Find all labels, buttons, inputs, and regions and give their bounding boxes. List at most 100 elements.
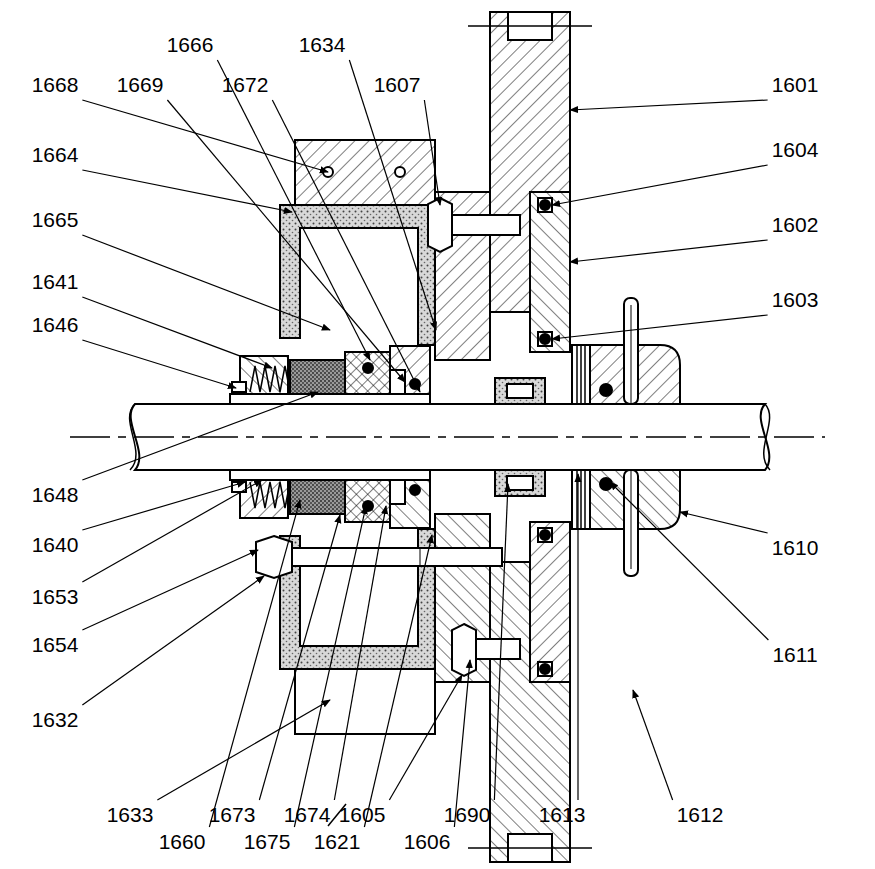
- callout-number: 1621: [314, 830, 361, 854]
- leader-line: [294, 506, 366, 827]
- o-ring-groove: [538, 332, 552, 346]
- callout-number: 1607: [374, 73, 421, 97]
- throttle-bushing: [495, 378, 545, 404]
- bushing-bore: [507, 384, 533, 398]
- callout-number: 1648: [32, 483, 79, 507]
- leader-line: [570, 100, 768, 110]
- callout-number: 1634: [299, 33, 346, 57]
- callout-number: 1669: [117, 73, 164, 97]
- leader-line: [552, 165, 768, 205]
- o-ring: [600, 384, 612, 396]
- bolt-shank: [452, 215, 520, 235]
- packing-line: [580, 345, 582, 404]
- callout-number: 1611: [772, 643, 817, 667]
- leader-line: [570, 240, 768, 262]
- o-ring: [540, 334, 550, 344]
- leader-line: [82, 480, 262, 582]
- o-ring-groove: [538, 198, 552, 212]
- leader-line: [454, 660, 470, 827]
- leader-line: [82, 482, 245, 530]
- lower-block: [256, 536, 520, 734]
- seal-half-mirror: [230, 470, 680, 862]
- callout-number: 1610: [772, 536, 819, 560]
- leader-line: [349, 60, 436, 330]
- leader-line: [633, 690, 673, 800]
- thread-line: [420, 548, 421, 566]
- plate-insert: [530, 192, 570, 352]
- callout-number: 1653: [32, 585, 79, 609]
- leader-line: [82, 576, 264, 705]
- callout-number: 1612: [677, 803, 724, 827]
- callout-number: 1602: [772, 213, 819, 237]
- callout-number: 1603: [772, 288, 819, 312]
- seal-half: [230, 12, 680, 404]
- clamp-ring: [295, 140, 435, 205]
- leader-line: [209, 500, 300, 827]
- tab-line: [631, 305, 632, 404]
- clamp-hole: [395, 167, 405, 177]
- callout-number: 1672: [222, 73, 269, 97]
- leader-lines: [82, 60, 768, 827]
- clamp-block: [295, 140, 520, 252]
- gland-cover: [280, 205, 435, 345]
- lip-packing: [572, 345, 590, 404]
- seal-sleeve: [230, 394, 430, 404]
- callout-number: 1690: [444, 803, 491, 827]
- leader-line: [82, 392, 318, 480]
- callout-number: 1646: [32, 313, 79, 337]
- callout-number: 1654: [32, 633, 79, 657]
- callout-number: 1641: [32, 270, 79, 294]
- bolt-head: [428, 198, 452, 252]
- o-ring: [540, 200, 550, 210]
- centre-line: [70, 436, 825, 438]
- callout-number: 1664: [32, 143, 79, 167]
- packing-line: [584, 345, 586, 404]
- centring-tab: [624, 298, 638, 404]
- lower-clamp: [295, 669, 435, 734]
- leader-line: [494, 484, 508, 800]
- leader-line: [334, 506, 386, 800]
- shaft: [70, 404, 825, 470]
- leader-line: [167, 100, 405, 382]
- callout-number: 1674: [284, 803, 331, 827]
- leader-line: [272, 100, 420, 392]
- leader-line: [364, 535, 432, 827]
- leader-line: [552, 315, 768, 339]
- long-bolt-head: [256, 536, 292, 578]
- leader-line: [82, 170, 292, 212]
- rotary-face: [290, 360, 345, 394]
- leader-line: [610, 482, 768, 640]
- callout-number: 1606: [404, 830, 451, 854]
- callout-number: 1665: [32, 208, 79, 232]
- stationary-seat: [345, 352, 390, 394]
- callout-number: 1604: [772, 138, 819, 162]
- leader-line: [82, 297, 272, 368]
- o-ring: [363, 363, 373, 373]
- leader-line: [389, 675, 462, 800]
- callout-number: 1666: [167, 33, 214, 57]
- callout-number: 1640: [32, 533, 79, 557]
- leader-line: [680, 512, 768, 533]
- callout-number: 1660: [159, 830, 206, 854]
- callout-number: 1613: [539, 803, 586, 827]
- callout-number: 1673: [209, 803, 256, 827]
- o-ring: [410, 379, 420, 389]
- leader-line: [259, 515, 340, 800]
- spring: [250, 366, 290, 392]
- seat-retainer: [390, 346, 430, 394]
- leader-line: [577, 474, 578, 800]
- callout-number: 1605: [339, 803, 386, 827]
- leader-line: [217, 60, 370, 360]
- packing-line: [576, 345, 578, 404]
- callout-number: 1632: [32, 708, 79, 732]
- gland-bolt-head: [452, 624, 476, 676]
- leader-line: [424, 100, 440, 205]
- bolt-centre-line: [468, 25, 592, 27]
- long-bolt-shank: [292, 548, 502, 566]
- callout-number: 1675: [244, 830, 291, 854]
- leader-line: [82, 235, 330, 330]
- leader-line: [82, 340, 236, 388]
- callout-number: 1601: [772, 73, 819, 97]
